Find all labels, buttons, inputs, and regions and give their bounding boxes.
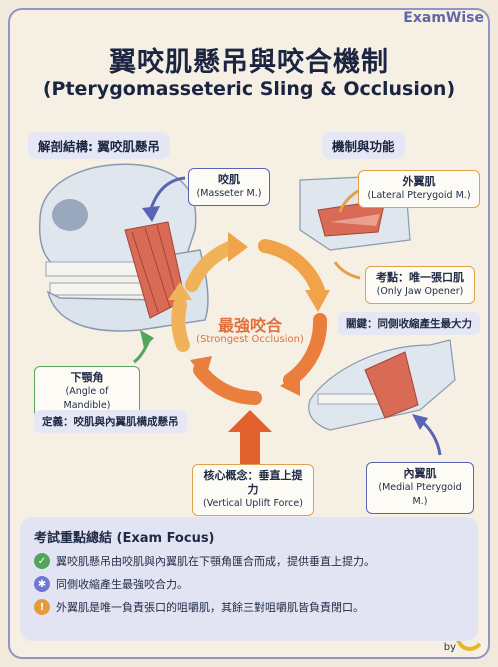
summary-item-text: 外翼肌是唯一負責張口的咀嚼肌，其餘三對咀嚼肌皆負責閉口。 [56, 601, 364, 614]
exam-point-label: 考點：唯一張口肌 (Only Jaw Opener) [365, 266, 475, 304]
key-note: 關鍵：同側收縮產生最大力 [338, 312, 480, 335]
summary-item: ✓ 翼咬肌懸吊由咬肌與內翼肌在下顎角匯合而成，提供垂直上提力。 [34, 553, 464, 569]
exclamation-icon: ! [34, 599, 50, 615]
page-subtitle: (Pterygomasseteric Sling & Occlusion) [42, 78, 456, 100]
skull-illustration [38, 163, 209, 332]
exam-focus-title: 考試重點總結 (Exam Focus) [34, 531, 215, 546]
asterisk-icon: ✱ [34, 576, 50, 592]
page-title: 翼咬肌懸吊與咬合機制 [109, 47, 389, 78]
masseter-label: 咬肌 (Masseter M.) [188, 168, 270, 206]
uplift-arrow-icon [228, 410, 272, 465]
exam-focus-panel: 考試重點總結 (Exam Focus) ✓ 翼咬肌懸吊由咬肌與內翼肌在下顎角匯合… [20, 517, 478, 641]
summary-item: ! 外翼肌是唯一負責張口的咀嚼肌，其餘三對咀嚼肌皆負責閉口。 [34, 599, 464, 615]
right-section-tag: 機制與功能 [322, 132, 405, 159]
check-icon: ✓ [34, 553, 50, 569]
core-concept-label: 核心概念：垂直上提力 (Vertical Uplift Force) [192, 464, 314, 516]
lateral-pointer [338, 188, 361, 213]
medial-pterygoid-illustration [308, 339, 456, 431]
banana-icon [456, 639, 482, 651]
cycle-arrow-heads [168, 232, 330, 396]
definition-note: 定義：咬肌與內翼肌構成懸吊 [34, 410, 187, 433]
brand-logo: ExamWise [403, 10, 484, 26]
opener-pointer [333, 261, 361, 280]
lateral-pterygoid-label: 外翼肌 (Lateral Pterygoid M.) [358, 170, 480, 208]
center-title: 最強咬合 [217, 316, 282, 335]
summary-item-text: 翼咬肌懸吊由咬肌與內翼肌在下顎角匯合而成，提供垂直上提力。 [56, 555, 375, 568]
summary-item: ✱ 同側收縮產生最強咬合力。 [34, 576, 464, 592]
byline: by [443, 642, 456, 653]
summary-item-text: 同側收縮產生最強咬合力。 [56, 578, 188, 591]
center-subtitle: (Strongest Occlusion) [196, 334, 304, 345]
left-section-tag: 解剖結構: 翼咬肌懸吊 [28, 132, 170, 159]
medial-pterygoid-label: 內翼肌 (Medial Pterygoid M.) [366, 462, 474, 514]
